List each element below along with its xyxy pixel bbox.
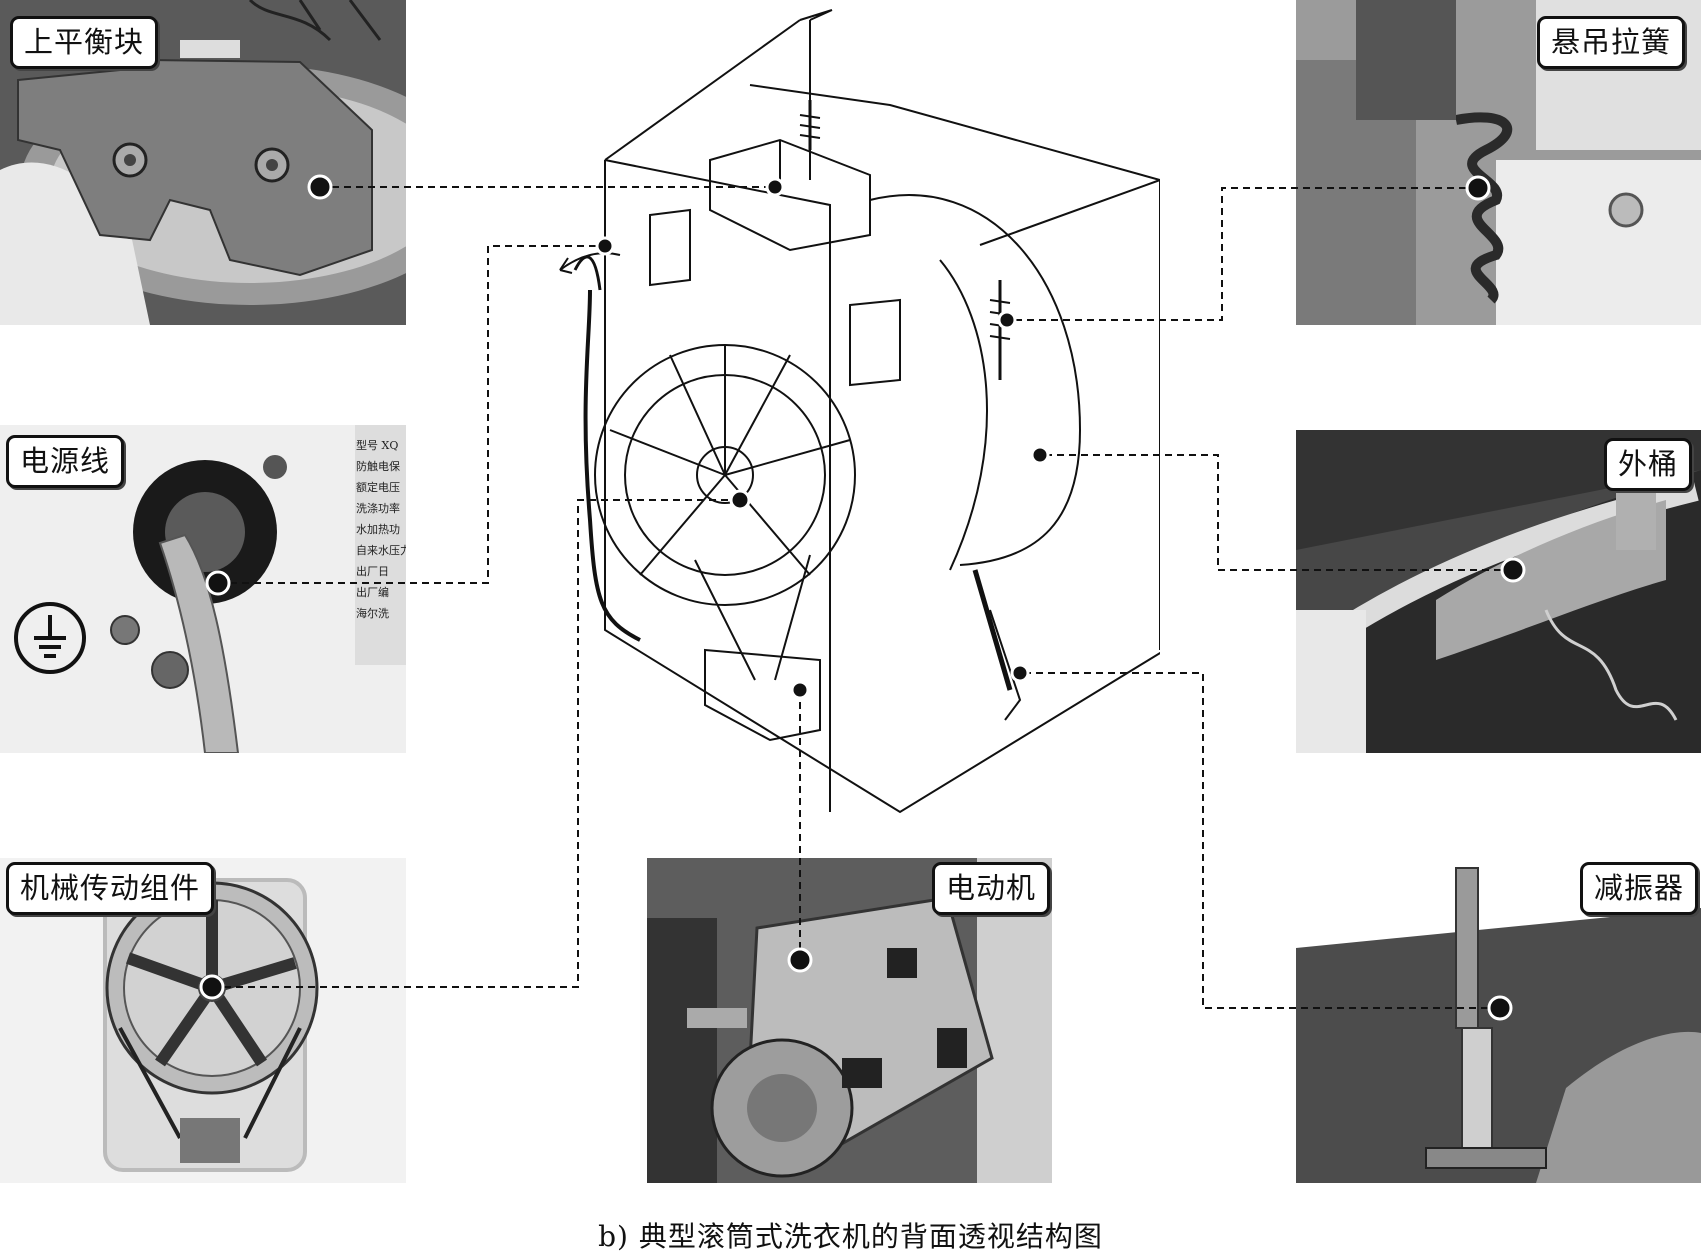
nameplate-line: 防触电保 — [356, 460, 400, 473]
nameplate-line: 水加热功 — [356, 523, 400, 536]
nameplate-line: 自来水压力 — [356, 544, 406, 557]
washer-diagram — [559, 9, 1160, 814]
label-spring: 悬吊拉簧 — [1537, 16, 1686, 69]
label-outer-tub: 外桶 — [1604, 438, 1693, 491]
label-motor: 电动机 — [932, 862, 1051, 915]
photo-transmission — [0, 858, 406, 1183]
nameplate-line: 型号 XQ — [356, 439, 399, 452]
label-power-cord: 电源线 — [6, 435, 125, 488]
nameplate: 型号 XQ 防触电保 额定电压 洗涤功率 水加热功 自来水压力 出厂日 出厂编 … — [356, 435, 406, 665]
nameplate-line: 额定电压 — [356, 481, 400, 494]
label-counterweight: 上平衡块 — [10, 16, 159, 69]
nameplate-line: 洗涤功率 — [356, 502, 400, 515]
nameplate-line: 海尔洗 — [356, 607, 389, 620]
figure-caption: b) 典型滚筒式洗衣机的背面透视结构图 — [598, 1220, 1103, 1253]
label-transmission: 机械传动组件 — [6, 862, 215, 915]
label-damper: 减振器 — [1580, 862, 1699, 915]
nameplate-line: 出厂编 — [356, 586, 389, 599]
nameplate-line: 出厂日 — [356, 565, 389, 578]
photo-counterweight — [0, 0, 406, 325]
